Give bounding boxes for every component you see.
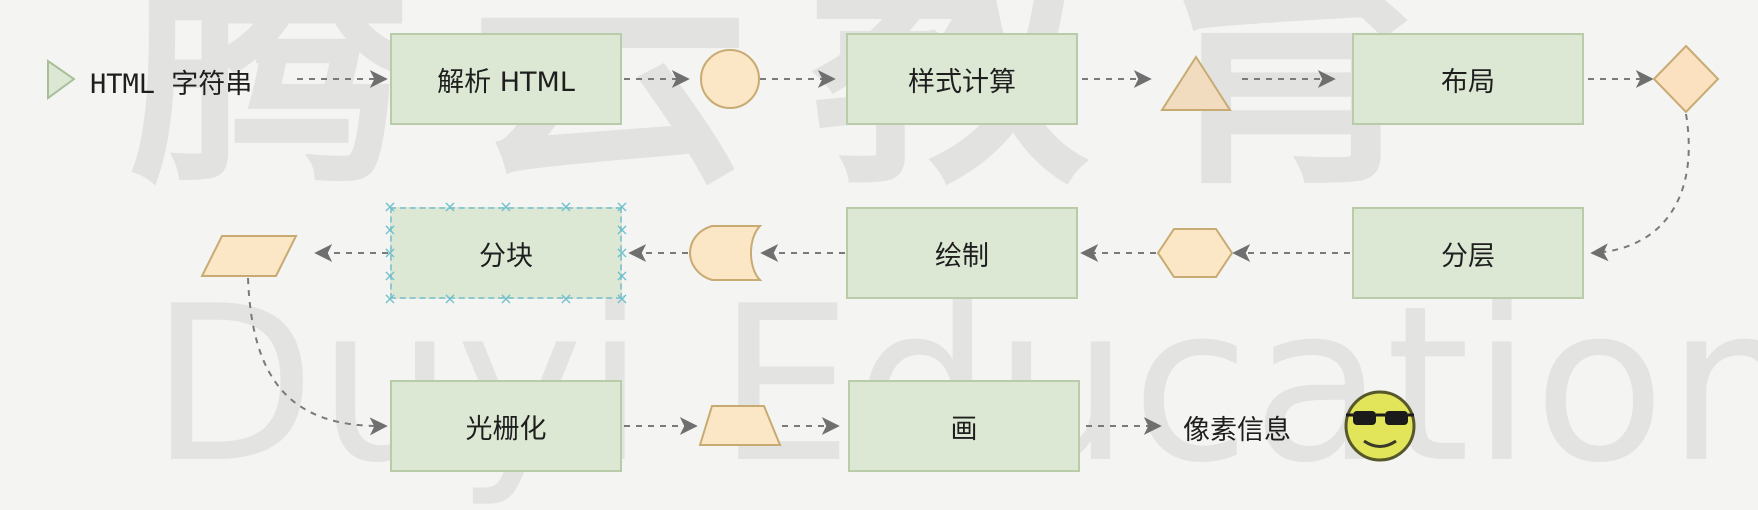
selection-handle[interactable]: × [615,289,629,308]
selection-handle[interactable]: × [443,289,457,308]
triangle-icon [1160,55,1232,111]
arrow-diamond-to-layer [1590,113,1690,262]
step-parse-html[interactable]: 解析 HTML [390,33,622,125]
selection-handle[interactable]: × [615,220,629,239]
selection-handle[interactable]: × [499,289,513,308]
selection-handle[interactable]: × [499,197,513,216]
hexagon-icon [1156,228,1234,278]
circle-icon [700,49,760,109]
diagram-canvas: 腾云教育 Duyi Education [47,0,1758,505]
selection-handle[interactable]: × [615,243,629,262]
step-layout[interactable]: 布局 [1352,33,1584,125]
step-raster[interactable]: 光栅化 [390,380,622,472]
selection-handle[interactable]: × [615,197,629,216]
sunglasses-smiley-icon [1344,390,1416,462]
document-icon [688,225,763,281]
step-tiling[interactable]: 分块 [390,207,622,299]
step-layer[interactable]: 分层 [1352,207,1584,299]
selection-handle[interactable]: × [615,266,629,285]
play-triangle-icon [47,59,76,100]
step-paint[interactable]: 绘制 [846,207,1078,299]
trapezoid-icon [698,405,782,446]
selection-handle[interactable]: × [383,266,397,285]
selection-handle[interactable]: × [383,243,397,262]
step-draw[interactable]: 画 [848,380,1080,472]
arrow-parallelogram-to-raster [247,277,388,436]
selection-handle[interactable]: × [383,197,397,216]
end-label: 像素信息 [1183,415,1291,446]
connectors-and-shapes [47,44,1720,462]
selection-handle[interactable]: × [383,289,397,308]
selection-handle[interactable]: × [383,220,397,239]
selection-handle[interactable]: × [559,197,573,216]
diamond-icon [1652,44,1720,114]
start-label: HTML 字符串 [90,69,253,100]
selection-handle[interactable]: × [443,197,457,216]
step-style-calc[interactable]: 样式计算 [846,33,1078,125]
parallelogram-icon [200,235,298,277]
selection-handle[interactable]: × [559,289,573,308]
